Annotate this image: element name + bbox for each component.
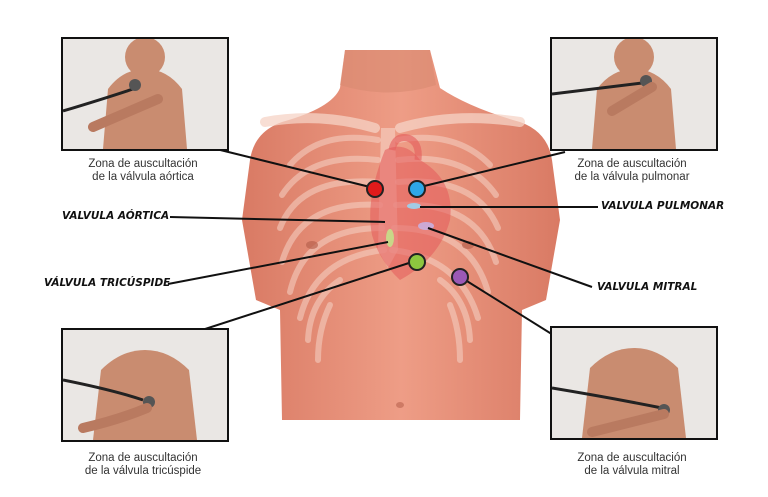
caption-pulmonary-zone: Zona de auscultación de la válvula pulmo… <box>532 158 732 184</box>
aortic-zone-dot <box>366 180 384 198</box>
label-pulmonary-valve: VALVULA PULMONAR <box>601 200 725 212</box>
caption-aortic-zone: Zona de auscultación de la válvula aórti… <box>43 158 243 184</box>
caption-mitral-line1: Zona de auscultación <box>577 452 687 464</box>
connector-mitral-label <box>427 227 593 288</box>
caption-tricuspid-line2: de la válvula tricúspide <box>84 465 202 477</box>
caption-mitral-zone: Zona de auscultación de la válvula mitra… <box>532 452 732 478</box>
label-tricuspid-valve: VÁLVULA TRICÚSPIDE <box>44 277 171 289</box>
connector-aortic-label <box>169 216 386 223</box>
photo-aortic-auscultation <box>61 37 229 151</box>
left-clavicle <box>260 113 380 133</box>
photo-tricuspid-auscultation <box>61 328 229 442</box>
connector-mitral-zone <box>461 277 559 339</box>
mitral-zone-dot <box>451 268 469 286</box>
photo-mitral-auscultation <box>550 326 718 440</box>
caption-pulmonary-line2: de la válvula pulmonar <box>574 171 690 183</box>
connector-pulmonary-zone <box>419 151 566 188</box>
caption-pulmonary-line1: Zona de auscultación <box>577 158 687 170</box>
ribs-left <box>277 134 387 363</box>
caption-tricuspid-line1: Zona de auscultación <box>88 452 198 464</box>
pulmonary-zone-dot <box>408 180 426 198</box>
aorta <box>388 134 422 161</box>
caption-tricuspid-zone: Zona de auscultación de la válvula tricú… <box>43 452 243 478</box>
label-aortic-valve: VALVULA AÓRTICA <box>62 210 170 222</box>
label-mitral-valve: VALVULA MITRAL <box>597 281 698 293</box>
connector-tricuspid-label <box>167 241 389 285</box>
connector-aortic-zone <box>199 144 371 188</box>
pulmonary-valve-marker <box>407 203 421 209</box>
photo-pulmonary-auscultation <box>550 37 718 151</box>
caption-aortic-line2: de la válvula aórtica <box>92 171 194 183</box>
left-nipple <box>306 241 318 249</box>
caption-aortic-line1: Zona de auscultación <box>88 158 198 170</box>
tricuspid-valve-marker <box>386 229 394 247</box>
right-clavicle <box>395 113 525 133</box>
navel <box>396 402 404 408</box>
neck-shade <box>340 50 436 93</box>
caption-mitral-line2: de la válvula mitral <box>584 465 680 477</box>
tricuspid-zone-dot <box>408 253 426 271</box>
